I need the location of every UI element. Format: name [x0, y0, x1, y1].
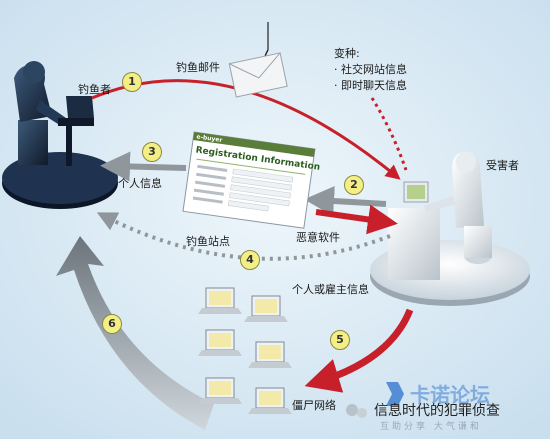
- label-variants-title: 变种:: [334, 47, 360, 60]
- watermark-slogan: 互助分享 大气谦和: [380, 422, 482, 432]
- label-personal-employer-info: 个人或雇主信息: [292, 283, 369, 296]
- label-variant-social: · 社交网站信息: [334, 63, 407, 76]
- registration-form: e-buyer Registration Information: [182, 131, 321, 229]
- watermark-account-name: 信息时代的犯罪侦查: [374, 403, 500, 419]
- watermark-logo-text: 卡诺论坛: [410, 383, 490, 407]
- phishing-email-icon: [228, 22, 288, 98]
- label-personal-info: 个人信息: [118, 177, 162, 190]
- label-variant-im: · 即时聊天信息: [334, 79, 407, 92]
- form-brand-text: e-buyer: [196, 133, 223, 144]
- label-phisher: 钓鱼者: [78, 83, 111, 96]
- label-malware: 恶意软件: [296, 231, 340, 244]
- label-victim: 受害者: [486, 159, 519, 172]
- variants-dotted-arrow: [370, 97, 408, 171]
- phisher-figure: [2, 61, 118, 209]
- arrow-step-6: [56, 236, 214, 430]
- victim-figure: [370, 152, 530, 306]
- label-botnet: 僵尸网络: [292, 399, 336, 412]
- botnet-laptops: [198, 287, 292, 414]
- arrow-step-3: [100, 151, 187, 182]
- step-badge-6: 6: [102, 314, 122, 334]
- watermark-logo: 卡诺论坛: [346, 382, 490, 418]
- step-badge-2: 2: [344, 175, 364, 195]
- arrow-step-2: [304, 186, 387, 217]
- step-badge-1: 1: [122, 72, 142, 92]
- label-phishing-email: 钓鱼邮件: [176, 61, 220, 74]
- step-badge-4: 4: [240, 250, 260, 270]
- arrow-step-5: [304, 308, 414, 393]
- step-badge-5: 5: [330, 330, 350, 350]
- arrow-malware: [315, 204, 398, 235]
- label-phishing-site: 钓鱼站点: [186, 235, 230, 248]
- step-badge-3: 3: [142, 142, 162, 162]
